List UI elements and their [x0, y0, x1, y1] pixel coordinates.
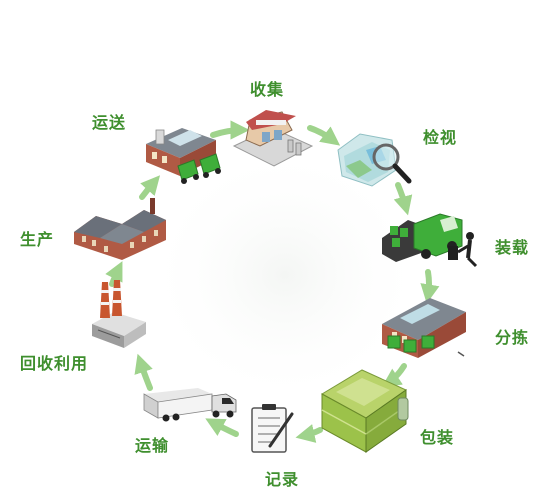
sorting-warehouse-icon — [382, 298, 466, 358]
step-label-pack: 包装 — [420, 428, 455, 447]
step-label-record: 记录 — [265, 470, 300, 489]
wrapped-pallet-icon — [320, 369, 409, 453]
arrow-load-to-sort — [420, 269, 440, 304]
cycle-arrows — [105, 120, 440, 443]
step-label-produce: 生产 — [20, 230, 55, 249]
arrow-record-to-ship — [205, 418, 239, 437]
step-label-sort: 分拣 — [495, 328, 530, 347]
delivery-depot-icon — [146, 128, 221, 184]
step-label-load: 装载 — [495, 238, 530, 257]
arrow-produce-to-deliver — [139, 175, 161, 200]
center-glow — [145, 145, 425, 405]
step-label-deliver: 运送 — [92, 113, 127, 132]
step-label-collect: 收集 — [250, 80, 285, 99]
arrow-deliver-to-collect — [210, 120, 250, 140]
magnifier-bag-icon — [337, 133, 412, 187]
step-label-recycle: 回收利用 — [20, 354, 89, 373]
collection-station-icon — [232, 110, 314, 167]
step-label-inspect: 检视 — [423, 128, 458, 147]
factory-icon — [74, 198, 166, 260]
truck-loading-icon — [382, 213, 478, 268]
arrow-inspect-to-load — [393, 182, 413, 216]
arrow-pack-to-record — [295, 424, 323, 443]
step-label-ship: 运输 — [135, 436, 170, 455]
arrow-sort-to-pack — [381, 363, 407, 388]
power-plant-icon — [92, 280, 146, 348]
arrow-recycle-to-produce — [105, 261, 123, 287]
arrow-collect-to-inspect — [307, 125, 341, 146]
semi-truck-icon — [143, 388, 237, 422]
arrow-ship-to-recycle — [134, 353, 153, 391]
clipboard-pen-icon — [251, 404, 294, 453]
